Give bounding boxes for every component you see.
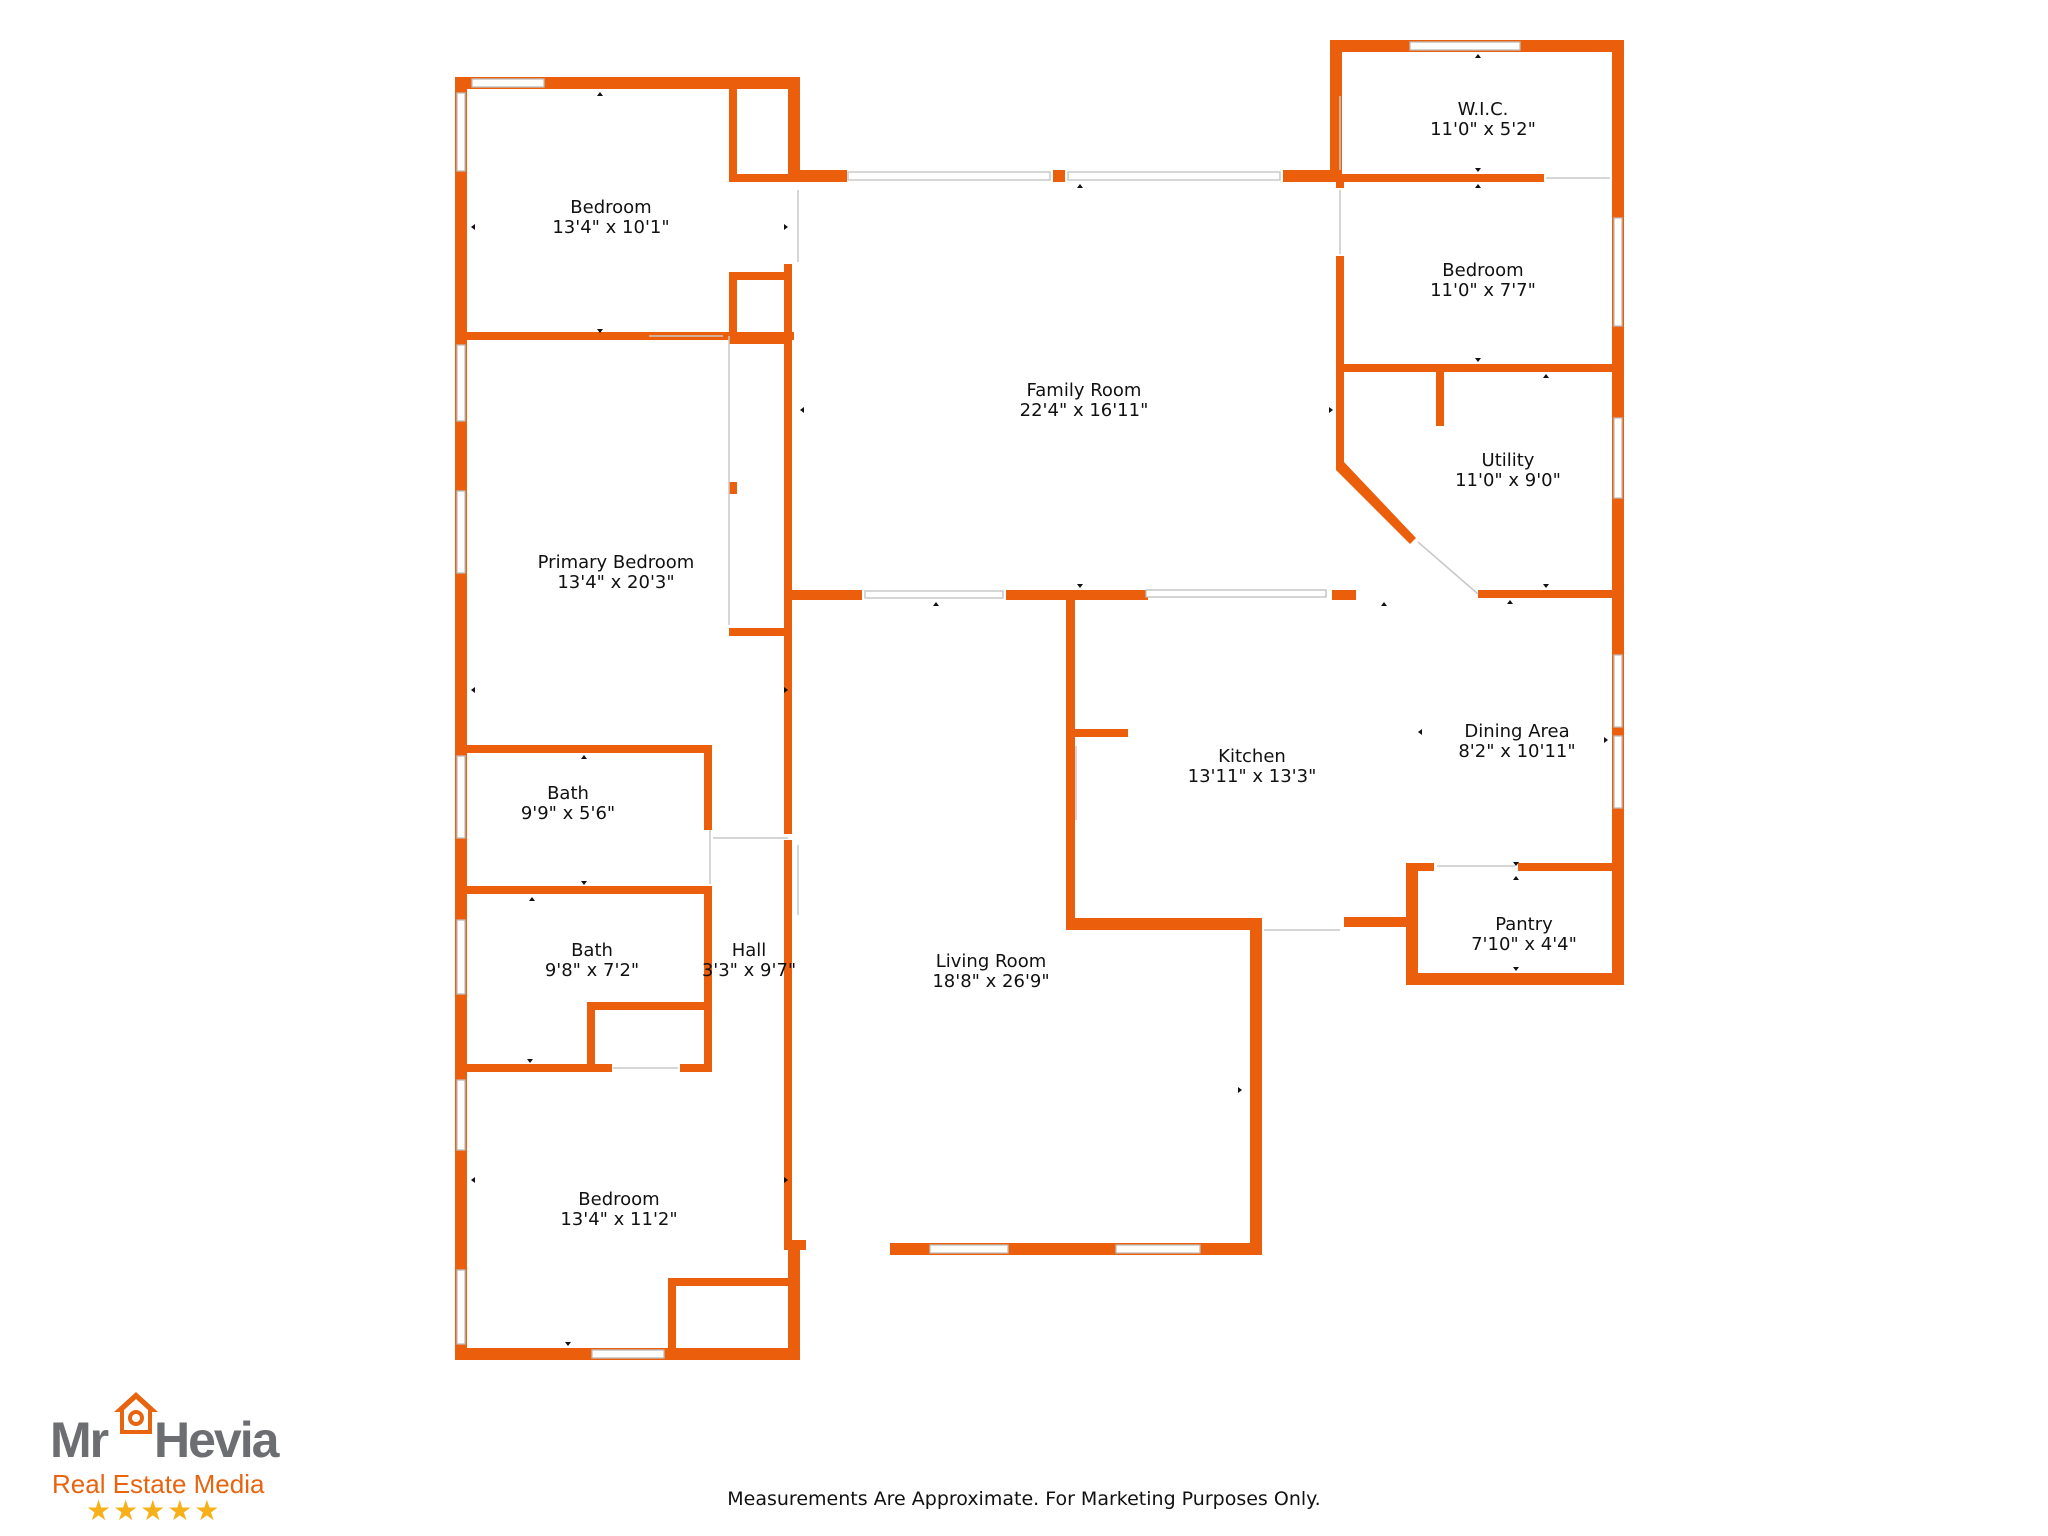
room-name: Bath xyxy=(547,783,589,804)
logo-brand-right: Hevia xyxy=(154,1412,279,1468)
room-dims: 9'9" x 5'6" xyxy=(521,803,615,824)
room-name: Living Room xyxy=(936,951,1047,972)
room-dims: 3'3" x 9'7" xyxy=(702,960,796,981)
measurement-markers xyxy=(471,54,1608,1346)
room-name: Bedroom xyxy=(578,1189,659,1210)
room-name: Bath xyxy=(571,940,613,961)
room-name: W.I.C. xyxy=(1458,99,1509,120)
room-labels: Bedroom 13'4" x 10'1" Primary Bedroom 13… xyxy=(521,99,1577,1230)
room-dims: 11'0" x 7'7" xyxy=(1430,280,1536,301)
house-camera-icon xyxy=(114,1392,158,1434)
disclaimer: Measurements Are Approximate. For Market… xyxy=(727,1488,1321,1510)
room-dims: 18'8" x 26'9" xyxy=(932,971,1049,992)
room-name: Primary Bedroom xyxy=(538,552,695,573)
room-dims: 13'4" x 20'3" xyxy=(557,572,674,593)
room-name: Utility xyxy=(1482,450,1535,471)
room-name: Pantry xyxy=(1495,914,1553,935)
windows xyxy=(456,41,1623,1359)
room-dims: 8'2" x 10'11" xyxy=(1458,741,1575,762)
room-name: Hall xyxy=(732,940,767,961)
room-name: Bedroom xyxy=(1442,260,1523,281)
room-dims: 13'4" x 10'1" xyxy=(552,217,669,238)
room-name: Family Room xyxy=(1027,380,1142,401)
logo-tagline: Real Estate Media xyxy=(52,1469,265,1499)
room-name: Dining Area xyxy=(1464,721,1569,742)
logo-brand-left: Mr xyxy=(50,1412,109,1468)
room-dims: 13'4" x 11'2" xyxy=(560,1209,677,1230)
room-name: Bedroom xyxy=(570,197,651,218)
star-icon: ★★★★★ xyxy=(86,1494,222,1527)
room-dims: 22'4" x 16'11" xyxy=(1020,400,1149,421)
room-dims: 11'0" x 5'2" xyxy=(1430,119,1536,140)
brand-logo: Mr Hevia Real Estate Media ★★★★★ xyxy=(50,1390,310,1526)
walls xyxy=(455,40,1624,1360)
room-dims: 13'11" x 13'3" xyxy=(1188,766,1317,787)
room-dims: 11'0" x 9'0" xyxy=(1455,470,1561,491)
room-name: Kitchen xyxy=(1218,746,1286,767)
room-dims: 9'8" x 7'2" xyxy=(545,960,639,981)
door-openings xyxy=(613,96,1610,1069)
room-dims: 7'10" x 4'4" xyxy=(1471,934,1577,955)
